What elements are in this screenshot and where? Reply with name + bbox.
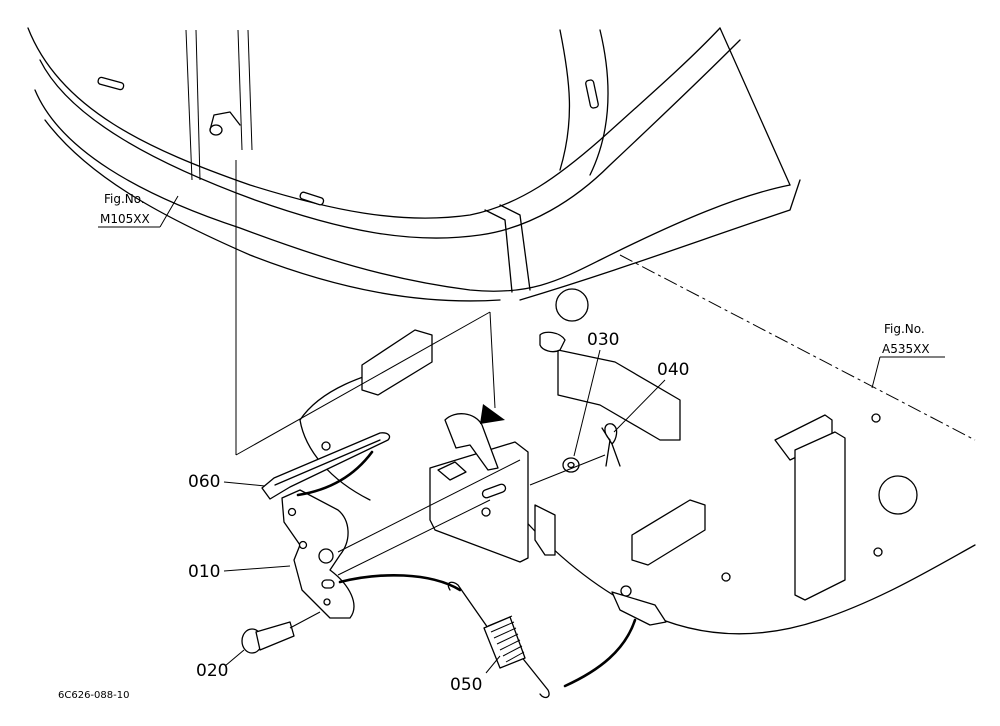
svg-text:050: 050 — [450, 675, 482, 695]
clip-part-040 — [601, 423, 621, 467]
callout-060: 060 — [188, 472, 266, 492]
floor-plate — [299, 254, 976, 635]
figure-ref-number: A535XX — [882, 342, 930, 356]
washer-part-030 — [562, 457, 580, 473]
svg-text:020: 020 — [196, 661, 228, 681]
figure-ref-label: Fig.No. — [104, 192, 145, 206]
upper-frame-assembly — [27, 27, 801, 302]
pin-part-020 — [241, 621, 295, 654]
svg-text:060: 060 — [188, 472, 220, 492]
figure-ref-m105xx: Fig.No. M105XX — [98, 192, 179, 228]
svg-text:010: 010 — [188, 562, 220, 582]
callout-010: 010 — [188, 562, 291, 582]
assembly-lines — [235, 160, 637, 688]
callout-040: 040 — [613, 360, 689, 433]
svg-text:040: 040 — [657, 360, 689, 380]
callout-030: 030 — [573, 330, 619, 457]
callout-050: 050 — [450, 655, 501, 695]
callout-020: 020 — [196, 649, 245, 681]
figure-ref-number: M105XX — [100, 212, 150, 226]
lever-part-010 — [281, 489, 355, 619]
drawing-code: 6C626-088-10 — [58, 690, 129, 701]
direction-arrow-icon — [480, 404, 505, 424]
figure-ref-a535xx: Fig.No. A535XX — [871, 322, 945, 389]
latch-bracket — [429, 413, 529, 563]
spring-part-050 — [447, 581, 550, 699]
svg-text:030: 030 — [587, 330, 619, 350]
figure-ref-label: Fig.No. — [884, 322, 925, 336]
